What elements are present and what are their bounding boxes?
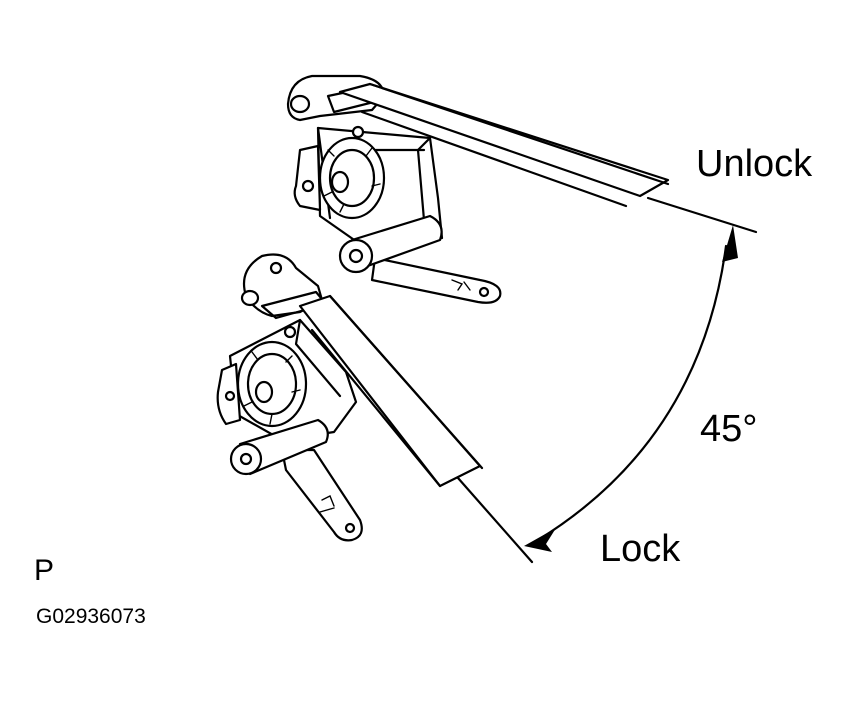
lock-label: Lock	[600, 528, 681, 570]
retractor-lock-position	[216, 253, 363, 542]
retractor-unlock-position	[286, 74, 502, 304]
arrowhead-unlock	[722, 225, 738, 262]
figure-code: G02936073	[36, 605, 146, 628]
unlock-label: Unlock	[696, 143, 813, 185]
view-letter: P	[34, 554, 55, 587]
belt-webbing-unlock	[338, 82, 670, 198]
angle-indicator	[456, 196, 758, 564]
arrowhead-lock	[524, 528, 556, 552]
angle-label: 45°	[700, 408, 758, 450]
